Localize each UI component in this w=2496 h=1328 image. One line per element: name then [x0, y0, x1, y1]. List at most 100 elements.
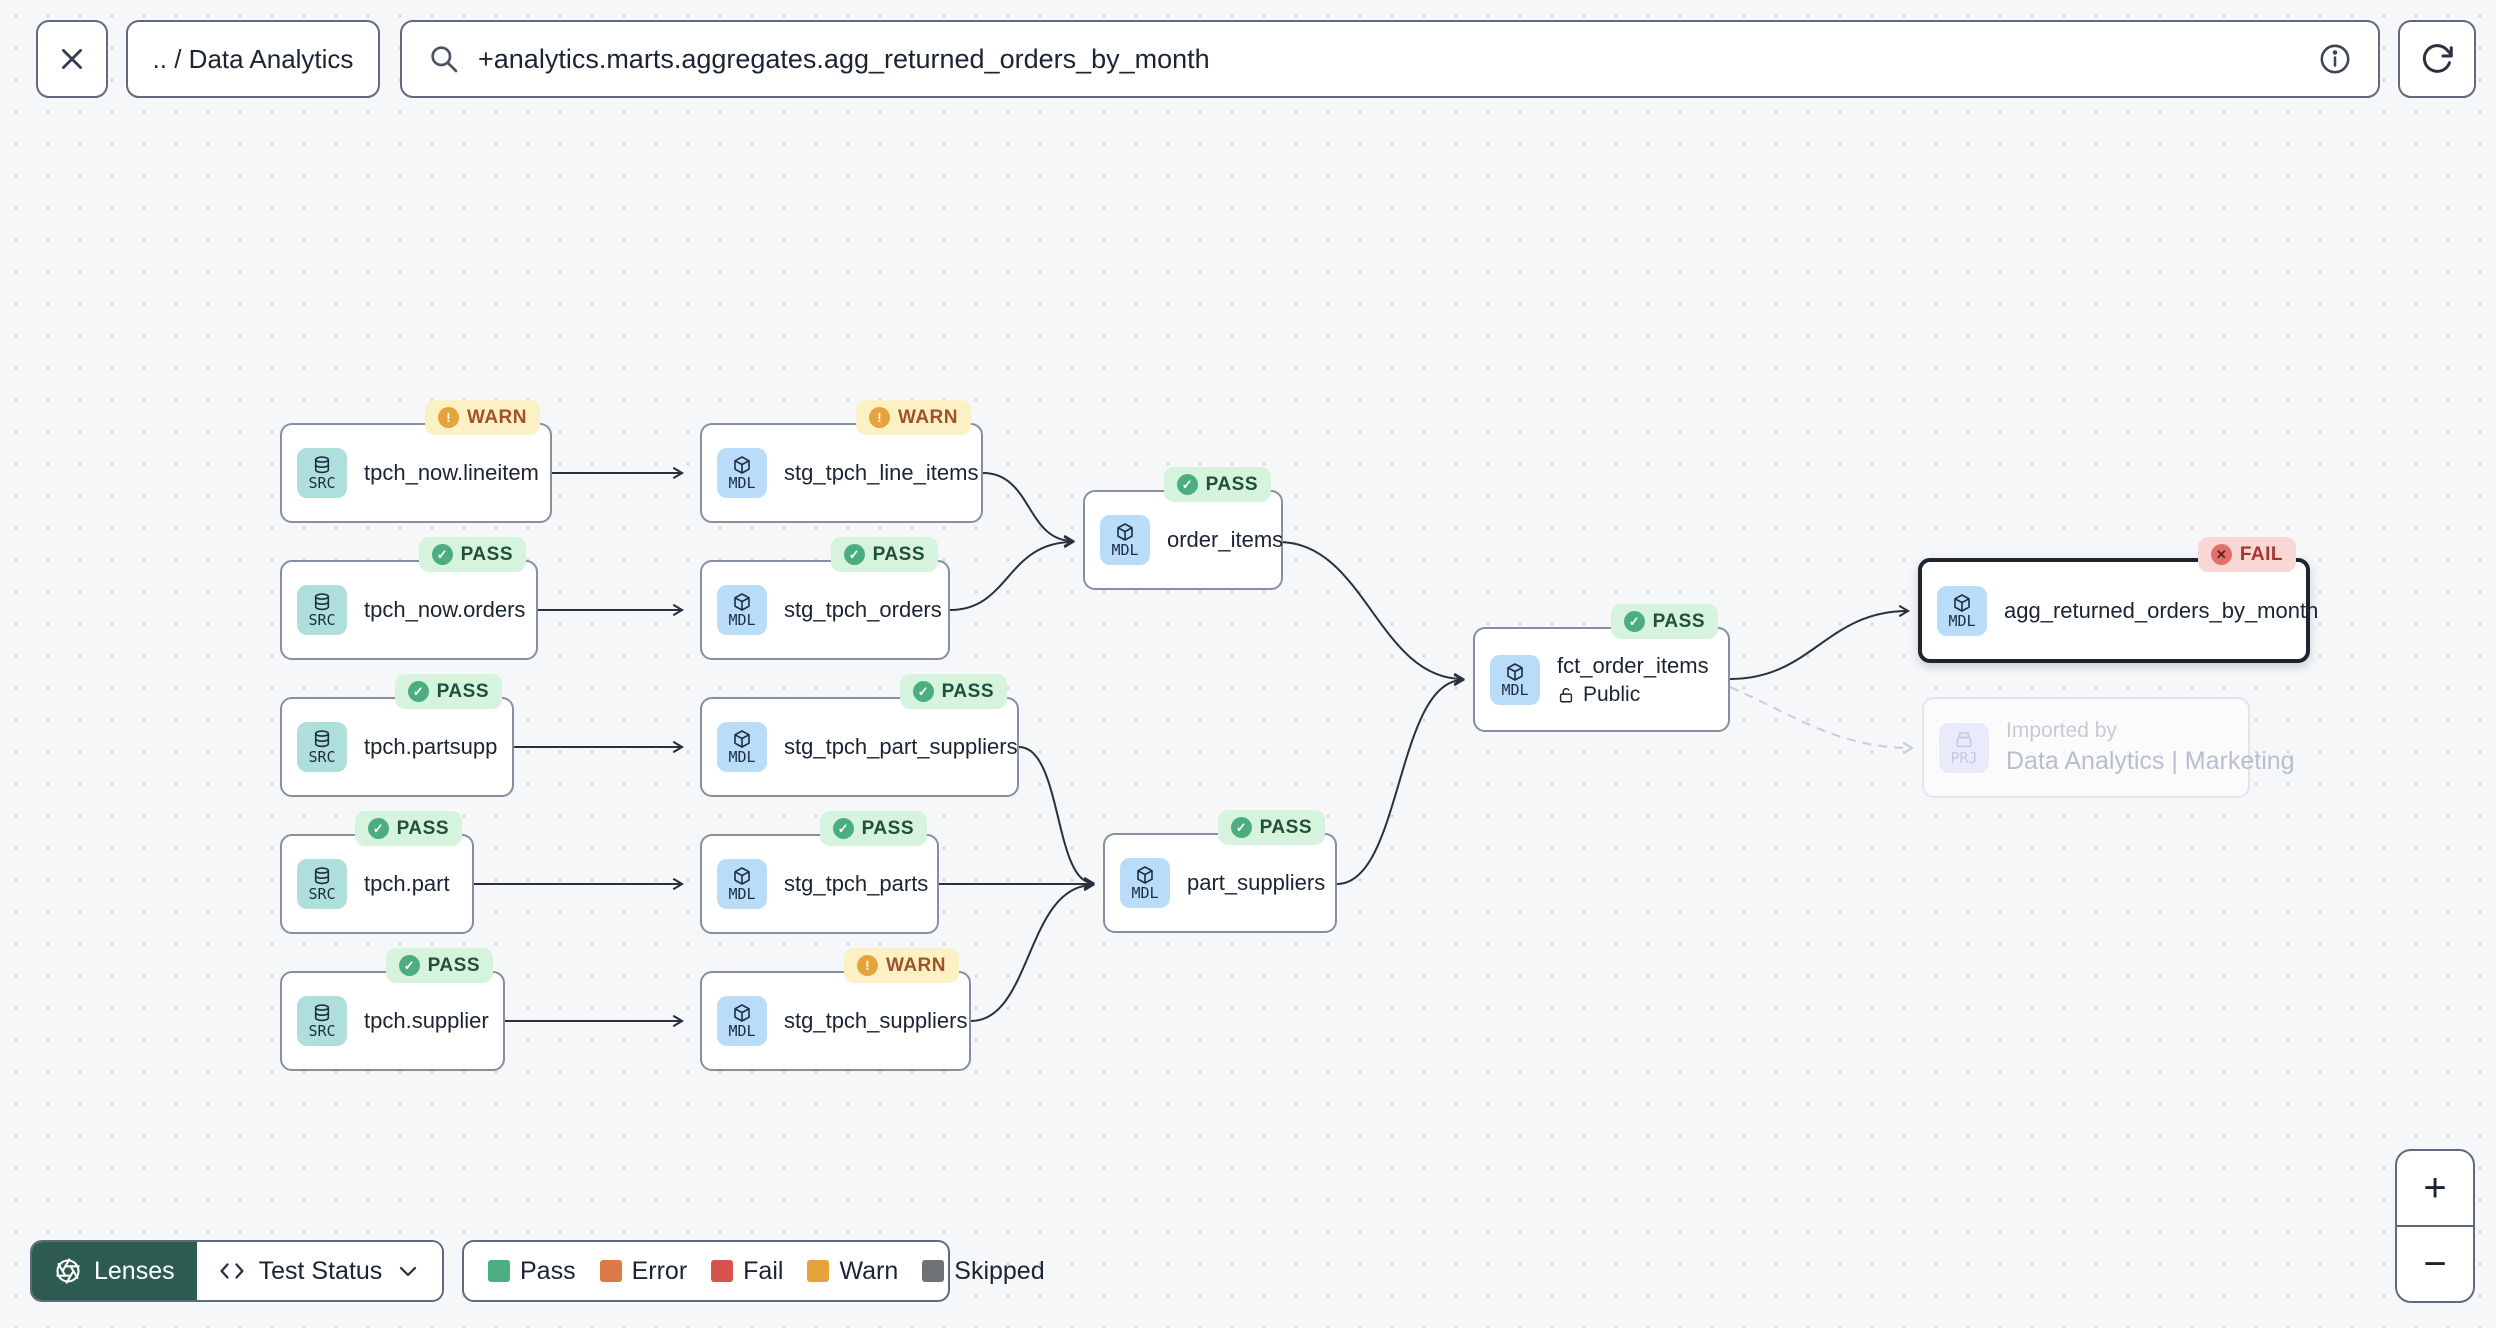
source-kind-box: SRC — [297, 859, 347, 909]
edge — [982, 472, 1076, 548]
refresh-icon — [2419, 41, 2455, 77]
node-label: tpch_now.orders — [364, 597, 526, 622]
node-stg-tpch-suppliers[interactable]: ! WARN MDL stg_tpch_suppliers — [700, 948, 971, 1071]
zoom-out-button[interactable]: − — [2397, 1225, 2473, 1301]
legend-item-warn: Warn — [807, 1257, 898, 1286]
zoom-in-button[interactable]: + — [2423, 1165, 2447, 1210]
lenses-button[interactable]: Lenses — [32, 1242, 197, 1300]
unlock-icon — [1557, 686, 1575, 704]
check-icon: ✓ — [367, 818, 389, 839]
legend-item-pass: Pass — [488, 1257, 576, 1286]
skipped-swatch — [922, 1260, 945, 1282]
node-imported-by-project[interactable]: PRJ Imported by Data Analytics | Marketi… — [1922, 697, 2295, 798]
check-icon: ✓ — [407, 681, 429, 702]
node-fct-order-items[interactable]: ✓ PASS MDL fct_order_items Public — [1473, 604, 1730, 732]
breadcrumb-label: .. / Data Analytics — [152, 43, 354, 74]
check-icon: ✓ — [843, 544, 865, 565]
status-badge: ✓ PASS — [830, 537, 938, 572]
status-badge: ✓ PASS — [394, 674, 502, 709]
legend-item-fail: Fail — [711, 1257, 783, 1286]
lenses-label: Lenses — [94, 1256, 175, 1285]
error-swatch — [599, 1260, 622, 1282]
cube-icon — [1952, 593, 1972, 613]
refresh-button[interactable] — [2398, 20, 2476, 98]
close-button[interactable] — [36, 20, 108, 98]
status-badge: ! WARN — [424, 400, 540, 435]
node-tpch-partsupp[interactable]: ✓ PASS SRC tpch.partsupp — [280, 674, 514, 797]
cube-icon — [732, 866, 752, 886]
fail-swatch — [711, 1260, 734, 1282]
breadcrumb[interactable]: .. / Data Analytics — [126, 20, 380, 98]
fail-icon: ✕ — [2210, 544, 2232, 565]
search-bar[interactable] — [400, 20, 2380, 98]
warn-icon: ! — [856, 955, 878, 976]
node-stg-tpch-line-items[interactable]: ! WARN MDL stg_tpch_line_items — [700, 400, 983, 523]
status-badge: ✓ PASS — [418, 537, 526, 572]
cube-icon — [732, 1003, 752, 1023]
status-badge: ✓ PASS — [899, 674, 1007, 709]
node-label: stg_tpch_parts — [784, 871, 929, 896]
cube-icon — [1505, 662, 1525, 682]
info-icon[interactable] — [2318, 42, 2352, 76]
status-badge: ! WARN — [843, 948, 959, 983]
pass-swatch — [488, 1260, 510, 1282]
node-part-suppliers[interactable]: ✓ PASS MDL part_suppliers — [1103, 810, 1337, 933]
node-label: stg_tpch_suppliers — [784, 1008, 968, 1033]
node-label: part_suppliers — [1187, 870, 1326, 895]
aperture-icon — [54, 1257, 82, 1285]
status-badge: ✓ PASS — [354, 811, 462, 846]
lenses-control: Lenses Test Status — [30, 1240, 445, 1302]
edge — [1278, 541, 1466, 686]
node-agg-returned-orders-by-month[interactable]: ✕ FAIL MDL agg_returned_orders_by_month — [1918, 537, 2318, 663]
node-stg-tpch-part-suppliers[interactable]: ✓ PASS MDL stg_tpch_part_suppliers — [700, 674, 1019, 797]
warn-icon: ! — [437, 407, 459, 428]
database-icon — [312, 592, 332, 612]
node-label: agg_returned_orders_by_month — [2004, 597, 2319, 623]
check-icon: ✓ — [1176, 474, 1198, 495]
check-icon: ✓ — [912, 681, 934, 702]
test-status-label: Test Status — [258, 1256, 383, 1285]
node-tpch-part[interactable]: ✓ PASS SRC tpch.part — [280, 811, 474, 934]
status-badge: ✓ PASS — [1163, 467, 1271, 502]
node-label: order_items — [1167, 527, 1284, 552]
magnifier-icon — [428, 43, 460, 75]
search-input[interactable] — [478, 43, 2300, 75]
access-label: Public — [1583, 682, 1641, 706]
zoom-controls: + − — [2395, 1149, 2475, 1303]
node-label: tpch.supplier — [364, 1008, 489, 1033]
model-kind-box: MDL — [1120, 858, 1170, 908]
imported-by-label: Imported by — [2006, 719, 2117, 742]
node-stg-tpch-parts[interactable]: ✓ PASS MDL stg_tpch_parts — [700, 811, 939, 934]
node-tpch-now-lineitem[interactable]: ! WARN SRC tpch_now.lineitem — [280, 400, 552, 523]
model-kind-box: MDL — [1100, 515, 1150, 565]
project-kind-box: PRJ — [1939, 722, 1989, 773]
model-kind-box: MDL — [717, 585, 767, 635]
edge — [949, 535, 1076, 611]
test-status-legend: Pass Error Fail Warn Skipped — [462, 1240, 1045, 1302]
edge — [1336, 673, 1466, 885]
node-order-items[interactable]: ✓ PASS MDL order_items — [1083, 467, 1284, 590]
model-kind-box: MDL — [717, 722, 767, 772]
node-label: stg_tpch_part_suppliers — [784, 734, 1018, 759]
node-tpch-supplier[interactable]: ✓ PASS SRC tpch.supplier — [280, 948, 505, 1071]
node-tpch-now-orders[interactable]: ✓ PASS SRC tpch_now.orders — [280, 537, 538, 660]
node-label: stg_tpch_orders — [784, 597, 942, 622]
status-badge: ✓ PASS — [1610, 604, 1718, 639]
status-badge: ✓ PASS — [1217, 810, 1325, 845]
check-icon: ✓ — [1623, 611, 1645, 632]
model-kind-box: MDL — [717, 996, 767, 1046]
database-icon — [312, 866, 332, 886]
cube-icon — [732, 592, 752, 612]
check-icon: ✓ — [832, 818, 854, 839]
model-kind-box: MDL — [717, 448, 767, 498]
source-kind-box: SRC — [297, 585, 347, 635]
source-kind-box: SRC — [297, 996, 347, 1046]
source-kind-box: SRC — [297, 722, 347, 772]
cube-icon — [1115, 522, 1135, 542]
node-stg-tpch-orders[interactable]: ✓ PASS MDL stg_tpch_orders — [700, 537, 950, 660]
check-icon: ✓ — [1230, 817, 1252, 838]
status-badge: ! WARN — [855, 400, 971, 435]
edge — [970, 878, 1096, 1022]
test-status-dropdown[interactable]: Test Status — [196, 1242, 443, 1300]
